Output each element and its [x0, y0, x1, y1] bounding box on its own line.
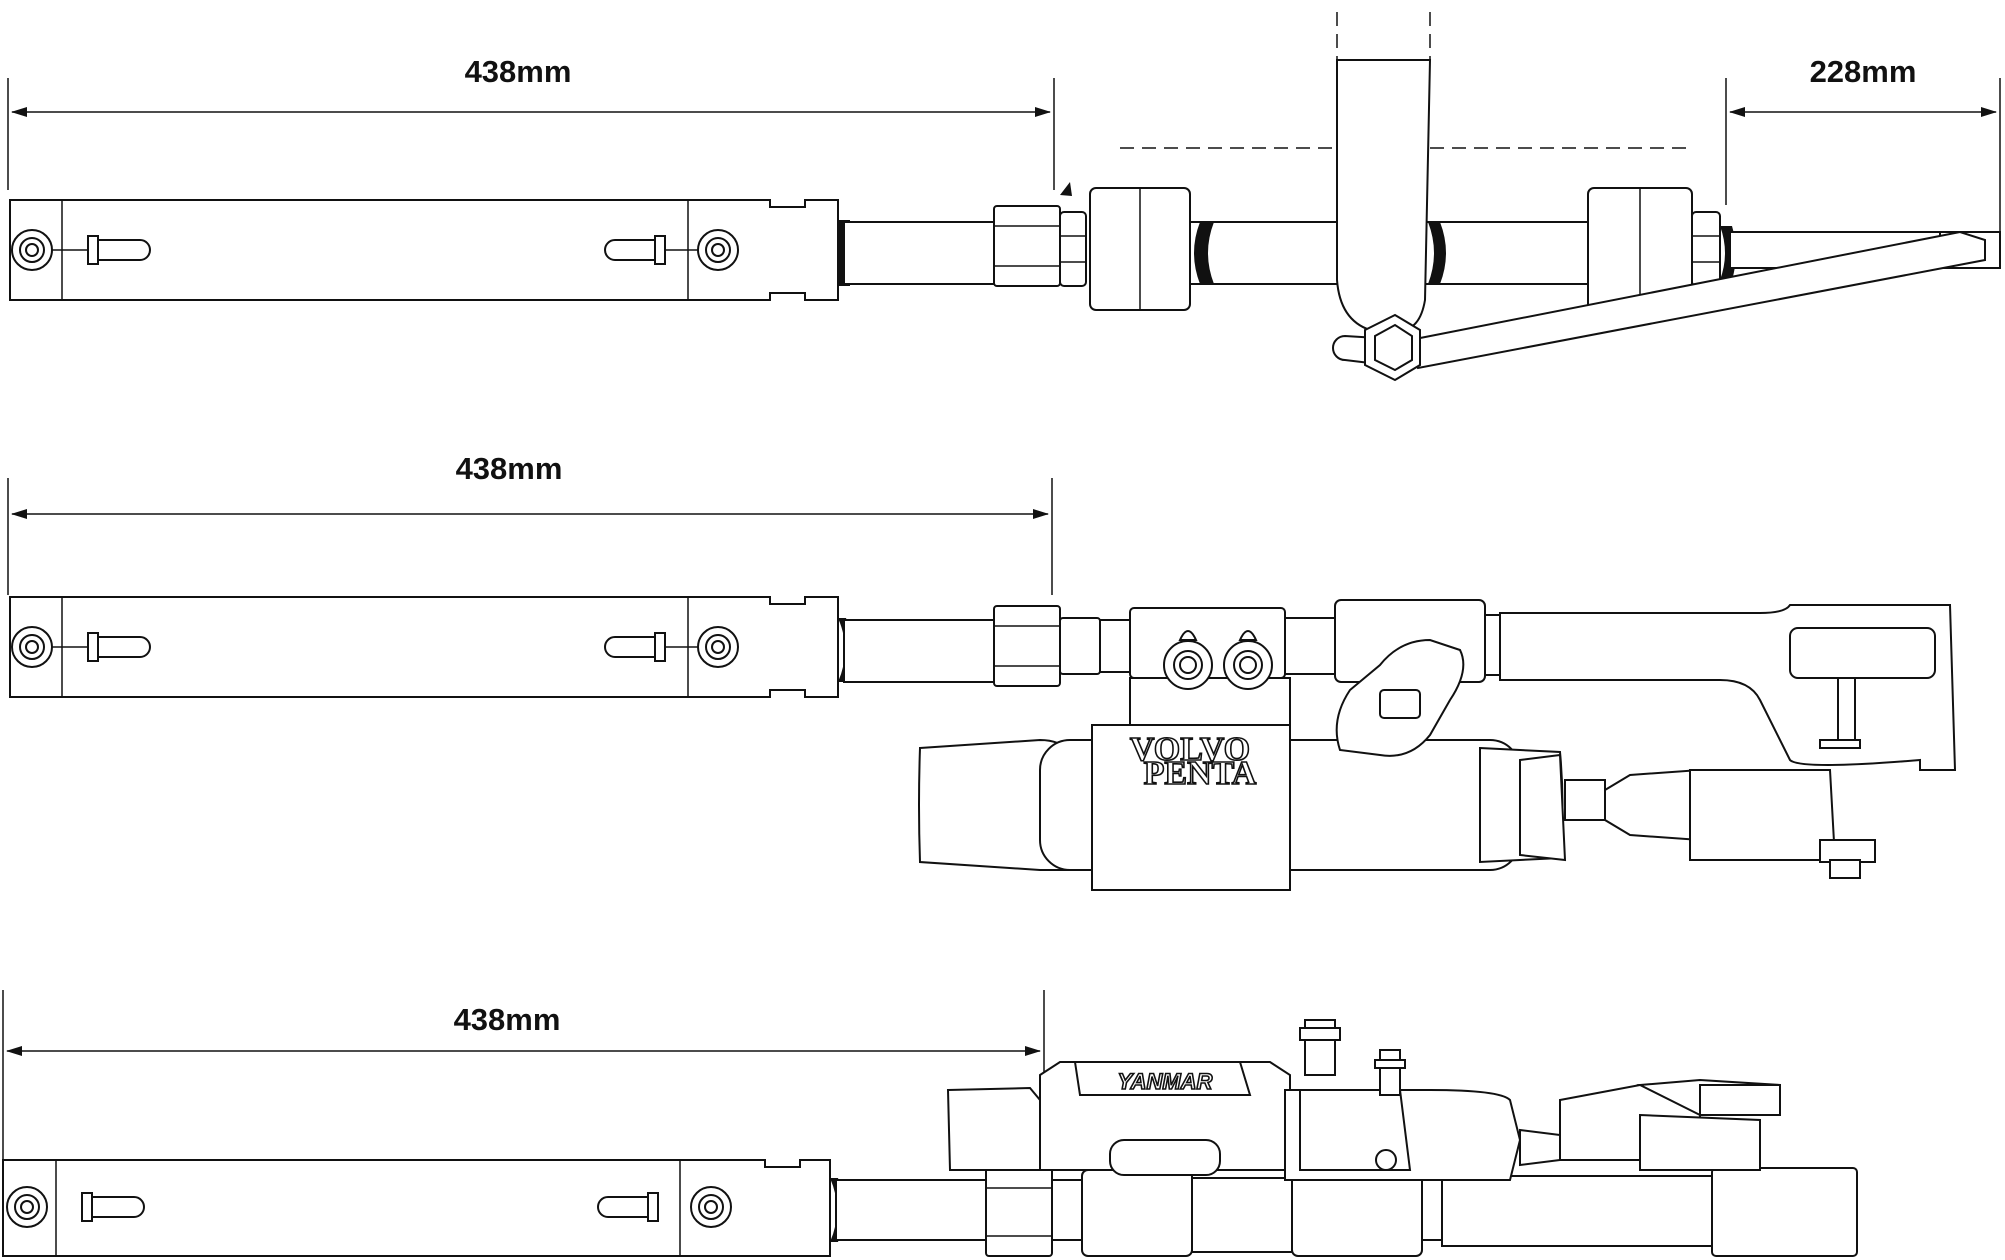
piston-rod-3	[830, 1167, 1858, 1257]
diagram-1: 438mm 228mm	[7, 12, 2001, 382]
dimension-label-1b: 228mm	[1810, 54, 1917, 89]
diagram-2: 438mm	[7, 451, 1957, 891]
brand-logo-line1: YANMAR	[1118, 1069, 1213, 1094]
brand-logo-line1: VOLVO	[1130, 731, 1250, 768]
brand-logo-line2: PENTA	[1144, 755, 1257, 792]
tiller-1	[1332, 12, 1986, 382]
diagram-3: 438mm	[2, 990, 1858, 1257]
dimension-line-3: 438mm	[2, 990, 1045, 1160]
cylinder-body-1	[9, 199, 839, 301]
drive-housing-3: YANMAR	[946, 1019, 1781, 1181]
dimension-line-1b: 228mm	[1725, 54, 2001, 260]
dimension-label-2: 438mm	[456, 451, 563, 486]
cylinder-body-2	[9, 596, 839, 698]
service-tag	[1379, 689, 1421, 719]
dimension-line-2: 438mm	[7, 451, 1053, 595]
cylinder-body-3	[2, 1159, 831, 1257]
dimension-label-1: 438mm	[465, 54, 572, 89]
drive-housing-2: VOLVO PENTA	[918, 630, 1876, 891]
dimension-line-1: 438mm	[7, 54, 1055, 190]
dimension-label-3: 438mm	[454, 1002, 561, 1037]
